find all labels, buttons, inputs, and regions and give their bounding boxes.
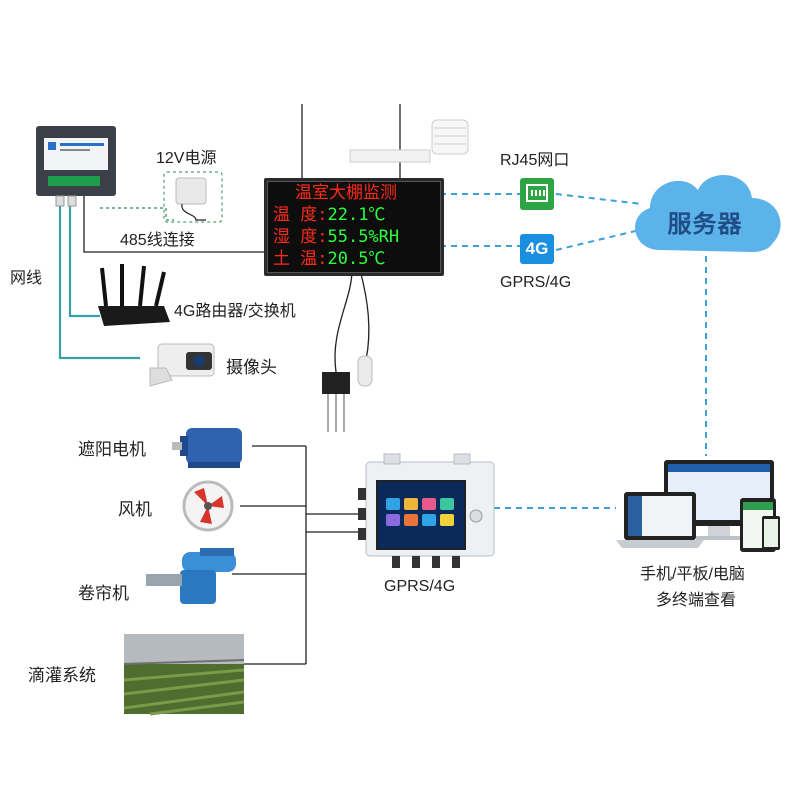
soil-sensor-cable xyxy=(334,269,353,373)
gprs-top-label: GPRS/4G xyxy=(500,274,572,291)
probe-cable xyxy=(359,269,370,361)
led-title: 温室大棚监测 xyxy=(295,183,397,203)
server-label: 服务器 xyxy=(667,211,743,238)
terminals-label-line2: 多终端查看 xyxy=(656,592,737,609)
led-display-board: 温室大棚监测 温 度:22.1℃ 湿 度:55.5%RH 土 温:20.5℃ xyxy=(264,178,444,276)
camera-icon xyxy=(149,343,215,387)
terminals-label-line1: 手机/平板/电脑 xyxy=(640,566,745,583)
rs485-label: 485线连接 xyxy=(120,232,195,249)
4g-badge-icon: 4G xyxy=(520,234,554,264)
irrigation-photo xyxy=(123,634,245,716)
router-icon xyxy=(98,264,170,326)
gateway-screen xyxy=(376,480,466,550)
roller-motor-icon xyxy=(146,548,236,604)
camera-label: 摄像头 xyxy=(226,358,277,377)
wireless-links xyxy=(440,193,707,509)
power-adapter-icon xyxy=(163,171,223,223)
network-cable-label: 网线 xyxy=(10,270,43,287)
rs485-line xyxy=(83,196,264,253)
rj45-label: RJ45网口 xyxy=(500,152,570,169)
network-controller-icon xyxy=(36,126,116,207)
soil-sensor-icon xyxy=(322,355,373,432)
led-row-humidity: 湿 度:55.5%RH xyxy=(273,227,399,247)
network-cables xyxy=(58,204,140,360)
power-line xyxy=(100,207,174,221)
power-label: 12V电源 xyxy=(156,150,217,167)
ethernet-port-icon xyxy=(520,178,554,210)
shade-motor-icon xyxy=(172,428,242,468)
router-label: 4G路由器/交换机 xyxy=(174,303,296,320)
roller-label: 卷帘机 xyxy=(78,584,129,603)
terminal-devices-icon xyxy=(616,460,780,552)
led-row-soil-temp: 土 温:20.5℃ xyxy=(273,249,385,269)
led-label: 湿 度: xyxy=(273,227,328,247)
irrigation-label: 滴灌系统 xyxy=(28,666,96,685)
gprs-bottom-label: GPRS/4G xyxy=(384,578,456,595)
shade-motor-label: 遮阳电机 xyxy=(78,440,146,459)
led-value: 20.5℃ xyxy=(327,249,386,269)
led-value: 55.5%RH xyxy=(327,227,400,247)
wired-connections xyxy=(83,104,401,665)
weather-sensor-icon xyxy=(349,119,469,163)
fan-label: 风机 xyxy=(118,500,152,519)
fan-icon xyxy=(182,480,234,532)
led-row-temperature: 温 度:22.1℃ xyxy=(273,205,385,225)
led-label: 温 度: xyxy=(273,205,328,225)
led-value: 22.1℃ xyxy=(327,205,386,225)
cloud-icon xyxy=(635,175,781,252)
led-label: 土 温: xyxy=(273,249,328,269)
